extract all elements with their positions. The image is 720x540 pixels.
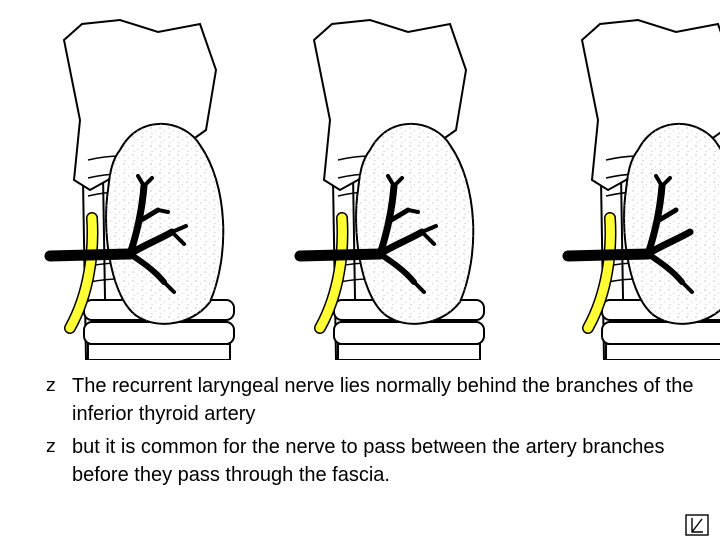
panel-3 [562, 19, 720, 360]
thyroid-nerve-diagram [0, 19, 720, 360]
bullet-text-2: but it is common for the nerve to pass b… [72, 436, 665, 486]
inferior-thyroid-artery-3 [562, 174, 694, 294]
bullet-item-2: z but it is common for the nerve to pass… [46, 433, 696, 489]
bullet-glyph: z [46, 436, 56, 457]
panel-1 [50, 19, 235, 360]
panel-2 [300, 19, 485, 360]
bullet-item-1: z The recurrent laryngeal nerve lies nor… [46, 372, 696, 428]
thyroid-lobe-2 [313, 19, 485, 360]
bullet-glyph: z [46, 375, 56, 396]
bullet-list: z The recurrent laryngeal nerve lies nor… [46, 372, 696, 494]
thyroid-lobe-1 [63, 19, 235, 360]
nav-return-icon[interactable] [685, 514, 709, 536]
bullet-text-1: The recurrent laryngeal nerve lies norma… [72, 375, 694, 425]
